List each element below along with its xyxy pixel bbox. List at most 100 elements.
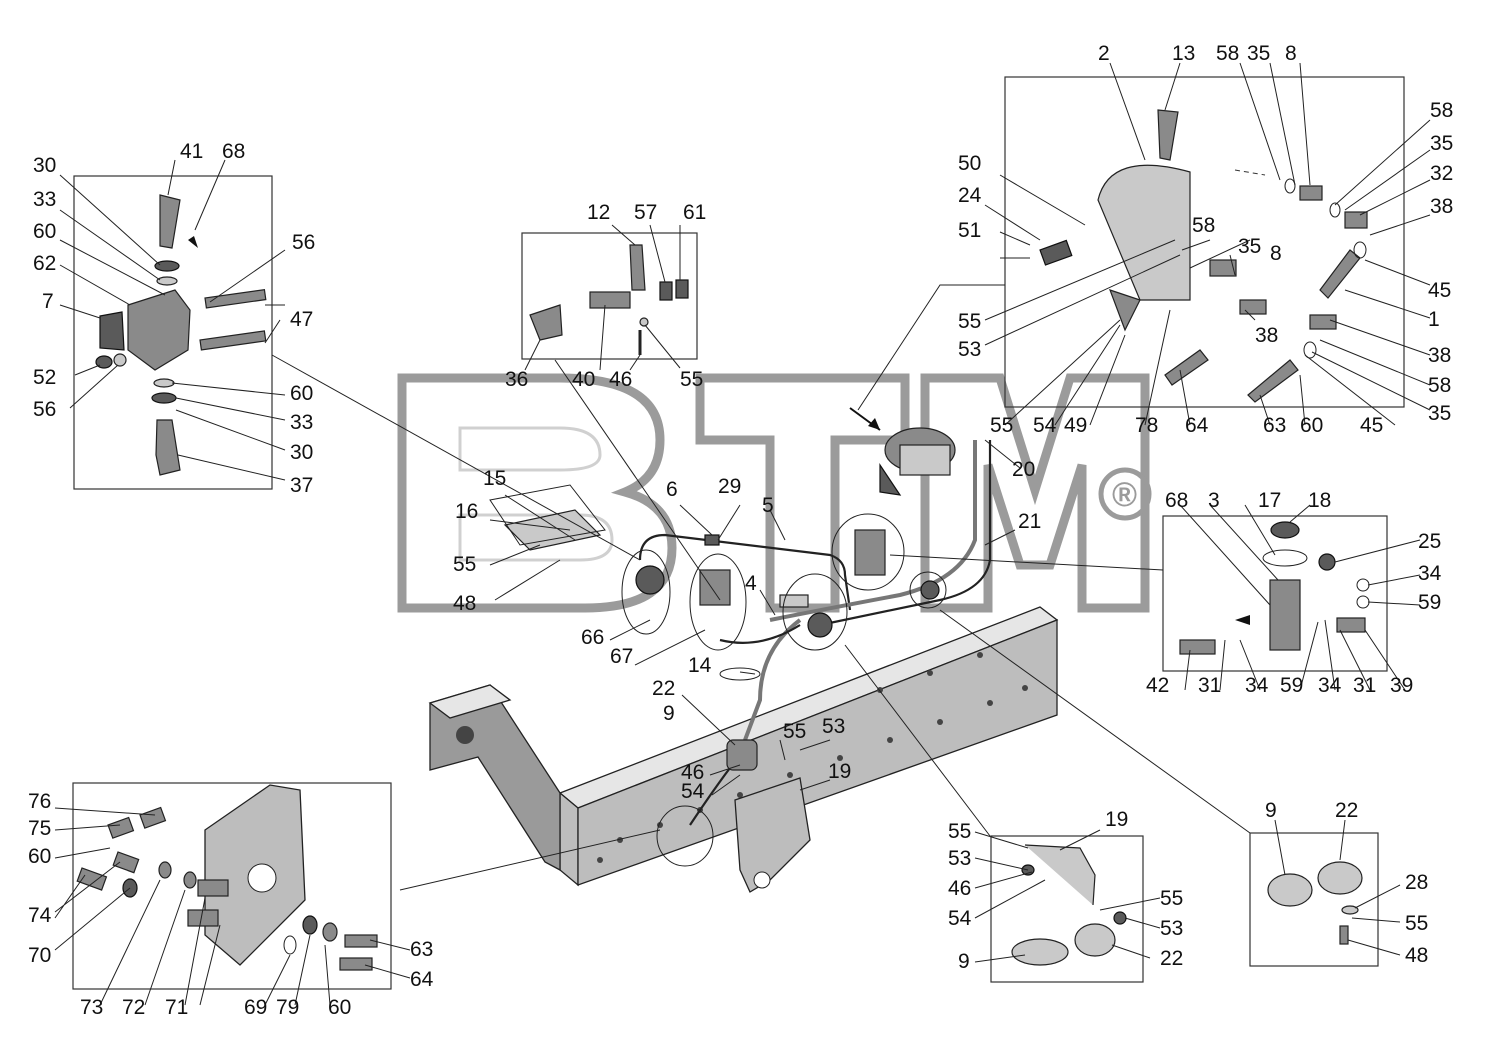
callout-78: 78	[1135, 414, 1158, 437]
callout-35: 35	[1238, 235, 1261, 258]
callout-30: 30	[33, 154, 56, 177]
callout-55: 55	[948, 820, 971, 843]
callout-28: 28	[1405, 871, 1428, 894]
callout-33: 33	[33, 188, 56, 211]
callout-63: 63	[410, 938, 433, 961]
callout-6: 6	[666, 478, 678, 501]
callout-30: 30	[290, 441, 313, 464]
callout-7: 7	[42, 290, 54, 313]
callout-55: 55	[990, 414, 1013, 437]
callout-66: 66	[581, 626, 604, 649]
callout-29: 29	[718, 475, 741, 498]
fitting-67	[699, 569, 731, 606]
callout-64: 64	[1185, 414, 1209, 437]
callout-3: 3	[1208, 489, 1220, 512]
callout-38: 38	[1430, 195, 1453, 218]
callout-33: 33	[290, 411, 313, 434]
callout-47: 47	[290, 308, 313, 331]
detail-box-clamp-b	[1249, 832, 1379, 967]
callout-58: 58	[1428, 374, 1451, 397]
callout-58: 58	[1216, 42, 1239, 65]
callout-70: 70	[28, 944, 51, 967]
callout-31: 31	[1353, 674, 1376, 697]
callout-55: 55	[958, 310, 981, 333]
callout-68: 68	[222, 140, 245, 163]
callout-53: 53	[822, 715, 845, 738]
callout-35: 35	[1428, 402, 1451, 425]
pipe-routing	[638, 440, 992, 826]
callout-22: 22	[652, 677, 675, 700]
detail-box-brake-valve	[1004, 76, 1405, 408]
callout-54: 54	[681, 780, 705, 803]
callout-58: 58	[1430, 99, 1453, 122]
callout-57: 57	[634, 201, 657, 224]
callout-67: 67	[610, 645, 633, 668]
callout-36: 36	[505, 368, 528, 391]
callout-13: 13	[1172, 42, 1195, 65]
callout-8: 8	[1270, 242, 1282, 265]
callout-9: 9	[958, 950, 970, 973]
registered-mark	[1098, 467, 1152, 521]
callout-73: 73	[80, 996, 103, 1019]
callout-72: 72	[122, 996, 145, 1019]
callout-31: 31	[1198, 674, 1221, 697]
callout-38: 38	[1428, 344, 1451, 367]
callout-32: 32	[1430, 162, 1453, 185]
callout-59: 59	[1280, 674, 1303, 697]
callout-24: 24	[958, 184, 982, 207]
callout-34: 34	[1418, 562, 1442, 585]
callout-68: 68	[1165, 489, 1188, 512]
pressure-regulator	[854, 529, 886, 576]
detail-box-fitting	[521, 232, 698, 360]
callout-14: 14	[688, 654, 712, 677]
callout-55: 55	[453, 553, 476, 576]
callout-19: 19	[828, 760, 851, 783]
callout-46: 46	[948, 877, 971, 900]
callout-46: 46	[609, 368, 632, 391]
callout-2: 2	[1098, 42, 1110, 65]
callout-76: 76	[28, 790, 51, 813]
callout-9: 9	[663, 702, 675, 725]
callout-58: 58	[1192, 214, 1215, 237]
callout-16: 16	[455, 500, 478, 523]
callout-17: 17	[1258, 489, 1281, 512]
callout-60: 60	[328, 996, 351, 1019]
callout-22: 22	[1335, 799, 1358, 822]
callout-71: 71	[165, 996, 188, 1019]
callout-9: 9	[1265, 799, 1277, 822]
detail-brake-valve-parts	[1039, 109, 1368, 403]
callout-49: 49	[1064, 414, 1087, 437]
callout-54: 54	[1033, 414, 1057, 437]
callout-56: 56	[33, 398, 56, 421]
callout-20: 20	[1012, 458, 1035, 481]
callout-59: 59	[1418, 591, 1441, 614]
callout-53: 53	[958, 338, 981, 361]
callout-64: 64	[410, 968, 434, 991]
callout-34: 34	[1245, 674, 1269, 697]
callout-53: 53	[948, 847, 971, 870]
detail-fitting-parts	[529, 244, 689, 355]
callout-12: 12	[587, 201, 610, 224]
callout-8: 8	[1285, 42, 1297, 65]
callout-54: 54	[948, 907, 972, 930]
callout-75: 75	[28, 817, 51, 840]
callout-51: 51	[958, 219, 981, 242]
callout-45: 45	[1428, 279, 1451, 302]
callout-39: 39	[1390, 674, 1413, 697]
watermark: ®	[397, 373, 1152, 613]
callout-60: 60	[33, 220, 56, 243]
callout-50: 50	[958, 152, 981, 175]
callout-63: 63	[1263, 414, 1286, 437]
callout-40: 40	[572, 368, 595, 391]
callout-22: 22	[1160, 947, 1183, 970]
callout-60: 60	[1300, 414, 1323, 437]
callout-48: 48	[453, 592, 476, 615]
callout-60: 60	[28, 845, 51, 868]
callout-41: 41	[180, 140, 203, 163]
callout-35: 35	[1430, 132, 1453, 155]
callout-53: 53	[1160, 917, 1183, 940]
callout-1: 1	[1428, 308, 1440, 331]
callout-48: 48	[1405, 944, 1428, 967]
callout-25: 25	[1418, 530, 1441, 553]
